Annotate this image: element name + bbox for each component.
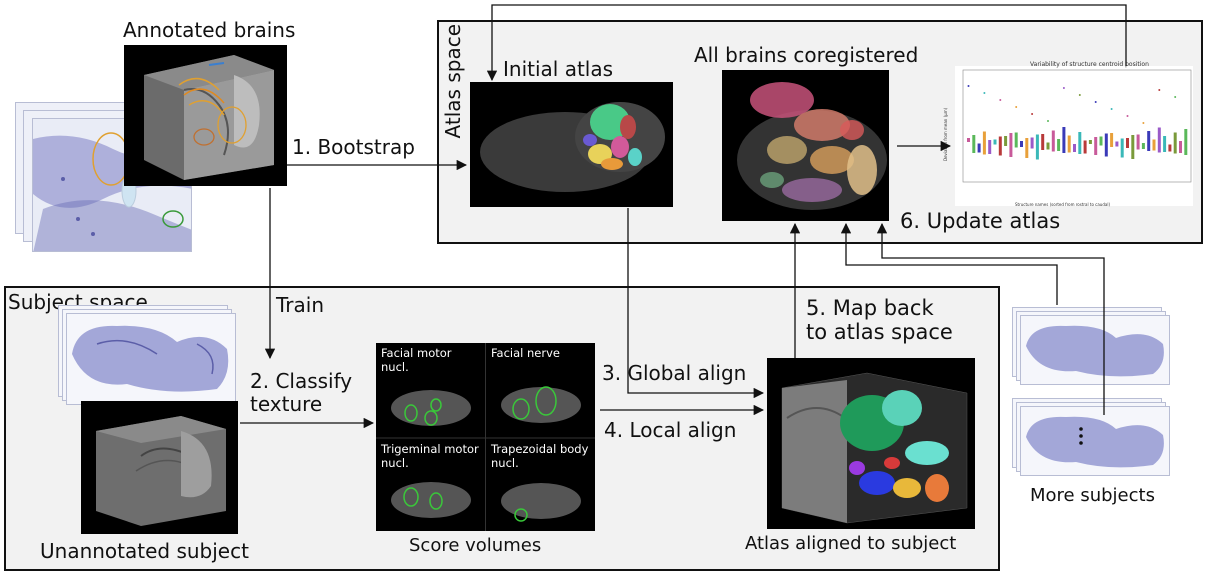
variability-box <box>1126 138 1129 148</box>
variability-box <box>1147 131 1151 151</box>
variability-box <box>1046 142 1050 150</box>
variability-outlier <box>1094 101 1097 103</box>
variability-box <box>1099 136 1103 146</box>
variability-box <box>1168 144 1172 152</box>
arrow-update-atlas <box>486 4 1127 82</box>
annotated-brain-volume <box>124 45 287 186</box>
variability-box <box>1073 144 1076 152</box>
variability-box <box>1051 130 1055 152</box>
step-bootstrap-label: 1. Bootstrap <box>292 135 415 159</box>
coregistered-image <box>722 70 889 221</box>
variability-box <box>1088 140 1092 144</box>
initial-atlas-image <box>470 82 673 207</box>
step-global-align-label: 3. Global align <box>602 361 747 385</box>
annotated-brains-label: Annotated brains <box>123 18 296 42</box>
variability-outlier <box>1031 113 1034 115</box>
variability-box <box>1184 129 1188 155</box>
variability-box <box>967 138 970 142</box>
unannotated-subject-label: Unannotated subject <box>40 539 249 563</box>
more-subjects-bottom <box>1012 398 1172 478</box>
variability-outlier <box>1142 122 1145 124</box>
variability-plot-xlabel: Structure names (sorted from rostral to … <box>1015 202 1111 207</box>
variability-box <box>1014 132 1018 148</box>
variability-outlier <box>1174 96 1177 98</box>
variability-box <box>982 131 986 155</box>
variability-box <box>1115 141 1119 147</box>
variability-box <box>1163 136 1167 152</box>
variability-box <box>1025 138 1029 158</box>
variability-box <box>988 140 992 154</box>
arrow-global-align <box>627 208 765 399</box>
more-subjects-label: More subjects <box>1030 485 1155 506</box>
step-local-align-label: 4. Local align <box>604 418 737 442</box>
variability-outlier <box>1078 94 1081 96</box>
variability-outlier <box>983 92 986 94</box>
variability-box <box>1009 133 1013 157</box>
variability-box <box>1057 139 1061 151</box>
variability-plot-title: Variability of structure centroid positi… <box>1030 61 1149 68</box>
variability-outlier <box>999 99 1002 101</box>
atlas-aligned-label: Atlas aligned to subject <box>745 533 957 554</box>
unannotated-subject-volume <box>81 401 238 534</box>
all-brains-coregistered-label: All brains coregistered <box>694 43 919 67</box>
variability-box <box>1094 137 1098 155</box>
variability-box <box>1136 134 1140 150</box>
variability-box <box>1179 141 1182 153</box>
variability-box <box>1173 132 1177 154</box>
variability-box <box>1152 139 1156 151</box>
variability-box <box>1141 143 1145 149</box>
variability-box <box>993 139 997 145</box>
variability-outlier <box>1110 108 1113 110</box>
variability-box <box>1030 137 1034 149</box>
step-train-label: Train <box>276 293 324 317</box>
variability-box <box>1004 136 1008 146</box>
variability-box <box>1062 127 1066 153</box>
variability-box <box>1157 127 1161 153</box>
variability-box <box>1131 135 1135 159</box>
subject-slides <box>58 305 238 405</box>
variability-box <box>1083 140 1087 154</box>
variability-box <box>1041 134 1045 150</box>
arrow-more-subjects-2 <box>876 222 1105 415</box>
variability-box <box>1104 133 1108 157</box>
initial-atlas-label: Initial atlas <box>503 57 614 81</box>
variability-box <box>1067 135 1071 153</box>
variability-outlier <box>1015 106 1018 108</box>
variability-outlier <box>1062 87 1065 89</box>
variability-box <box>1078 132 1082 154</box>
variability-box <box>1020 141 1023 147</box>
atlas-aligned-image <box>767 358 975 529</box>
variability-box <box>1035 134 1039 160</box>
variability-box <box>977 143 981 153</box>
variability-box <box>972 135 976 153</box>
variability-outlier <box>1158 89 1161 91</box>
arrow-more-subjects-1 <box>840 222 1058 305</box>
variability-outlier <box>1126 115 1129 117</box>
variability-plot: Variability of structure centroid positi… <box>943 61 1193 207</box>
variability-outlier <box>1047 120 1049 122</box>
variability-box <box>1110 133 1114 147</box>
step-update-atlas-label: 6. Update atlas <box>900 209 1061 233</box>
variability-outlier <box>967 85 970 87</box>
score-volume-title-facial-nerve: Facial nerve <box>491 346 560 360</box>
variability-box <box>998 136 1002 156</box>
variability-box <box>1120 138 1124 158</box>
score-volumes-label: Score volumes <box>409 535 542 556</box>
more-subjects-top <box>1012 307 1172 387</box>
